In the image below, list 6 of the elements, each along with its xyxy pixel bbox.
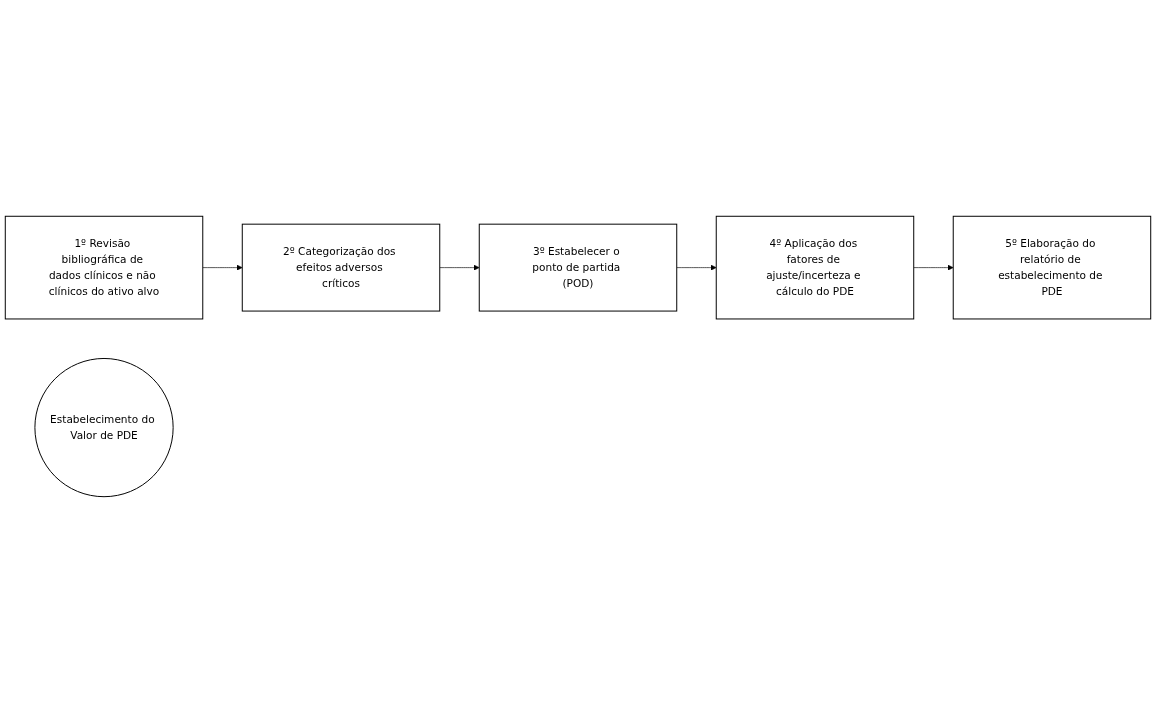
node-box: 4º Aplicação dos fatores de ajuste/incerteza e cálculo do PDE: [715, 215, 915, 320]
node-box: 5º Elaboração do relatório de estabelecimento de PDE: [952, 215, 1152, 320]
node-circle: Estabelecimento do Valor de PDE: [34, 357, 174, 498]
node-box: 2º Categorização dos efeitos adversos críticos: [241, 223, 441, 312]
node-box: 1º Revisão bibliográfica de dados clínicos e não clínicos do ativo alvo: [4, 215, 204, 320]
node-box: 3º Estabelecer o ponto de partida (POD): [478, 223, 678, 312]
